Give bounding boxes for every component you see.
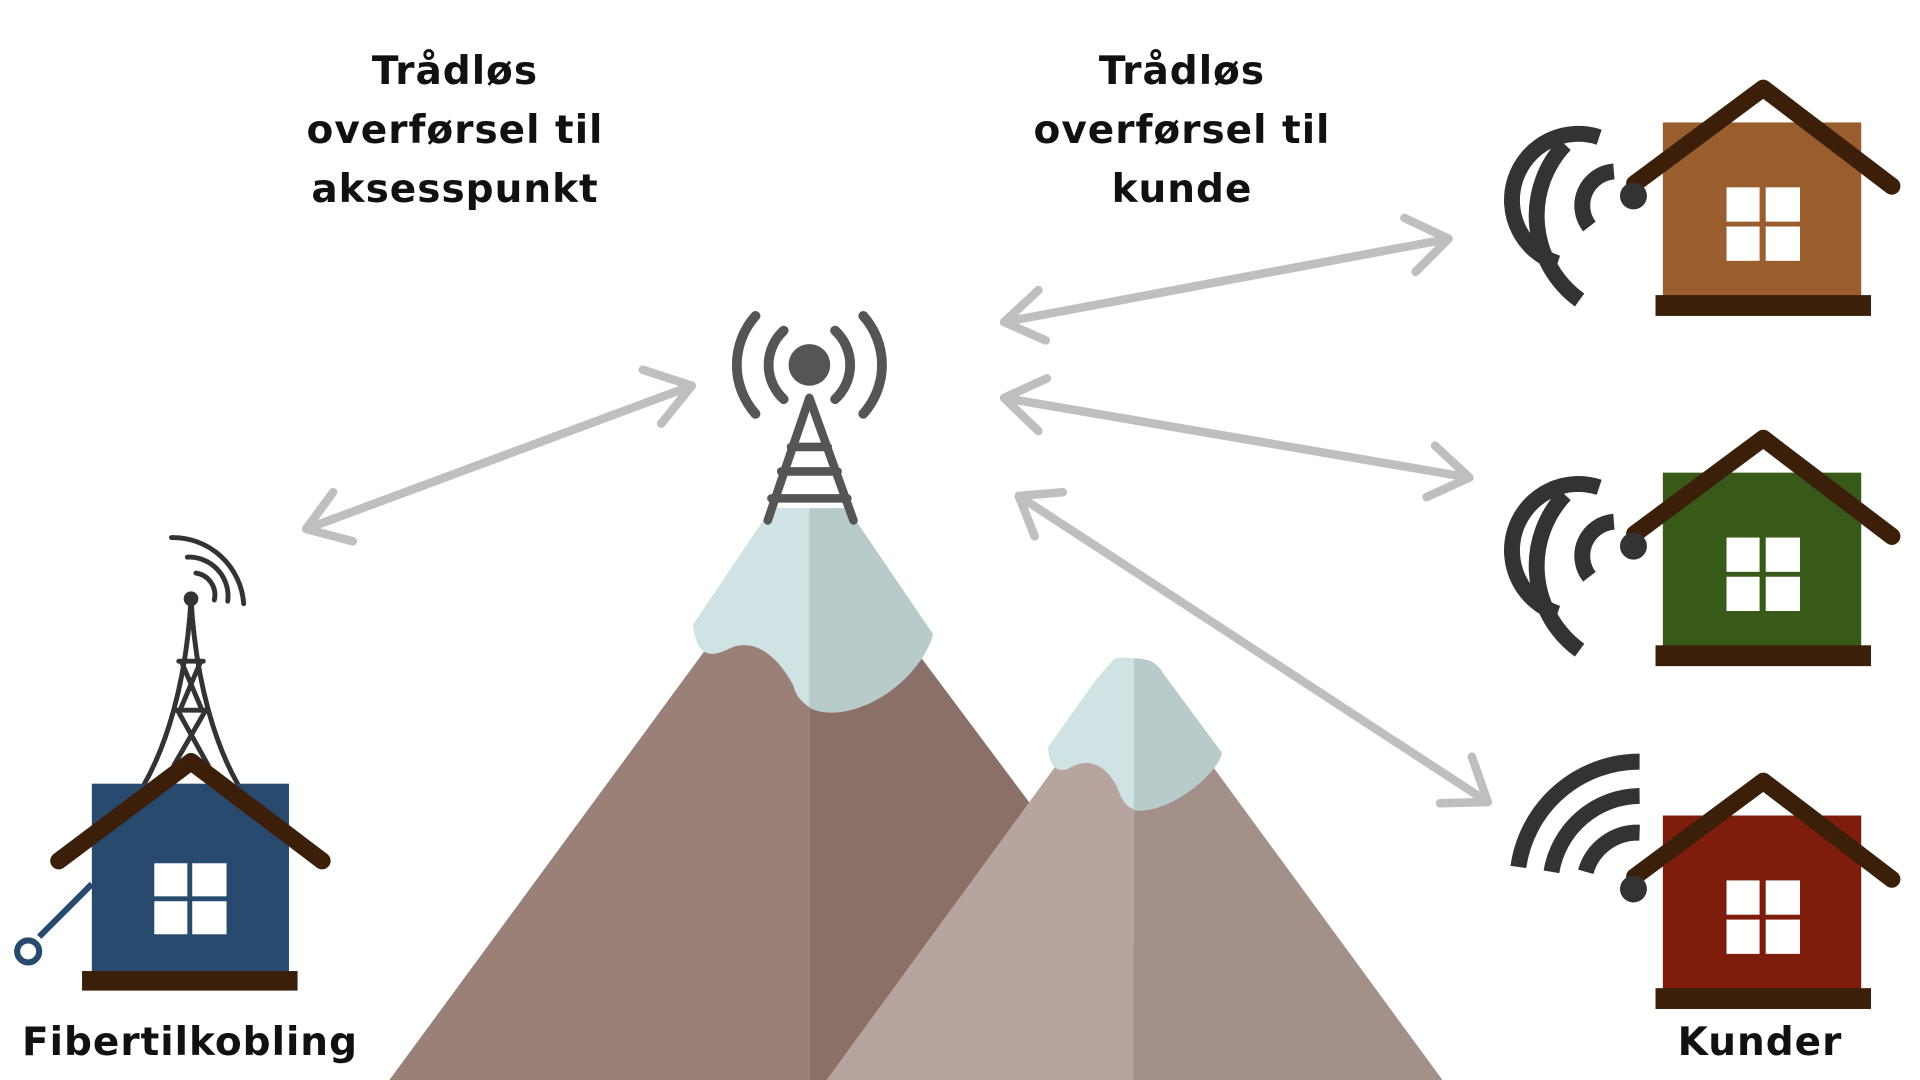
- label-line: aksesspunkt: [311, 167, 599, 212]
- wifi-icon: [1504, 476, 1615, 657]
- label-line: overførsel til: [1033, 108, 1331, 153]
- wifi-icon: [1504, 125, 1615, 307]
- label-wireless-to-customer: Trådløs overførsel til kunde: [997, 42, 1367, 219]
- label-line: Trådløs: [1098, 49, 1266, 94]
- customer-house: [1510, 753, 1901, 1009]
- double-arrow-icon: [301, 213, 1493, 808]
- wifi-icon: [1510, 753, 1640, 875]
- radio-tower-icon: [142, 535, 247, 787]
- label-line: Trådløs: [371, 49, 539, 94]
- label-customers: Kunder: [1677, 1020, 1843, 1065]
- mountain-small: [826, 657, 1443, 1080]
- window: [154, 863, 227, 935]
- label-line: overførsel til: [306, 108, 604, 153]
- customer-house: [1504, 429, 1901, 667]
- fiber-connector-icon: [14, 881, 95, 966]
- label-line: kunde: [1111, 167, 1253, 212]
- fiber-house: [14, 535, 331, 991]
- radio-tower-icon: [731, 311, 887, 525]
- customer-house: [1504, 79, 1901, 316]
- label-wireless-to-access-point: Trådløs overførsel til aksesspunkt: [270, 42, 640, 219]
- label-fiber: Fibertilkobling: [21, 1020, 358, 1065]
